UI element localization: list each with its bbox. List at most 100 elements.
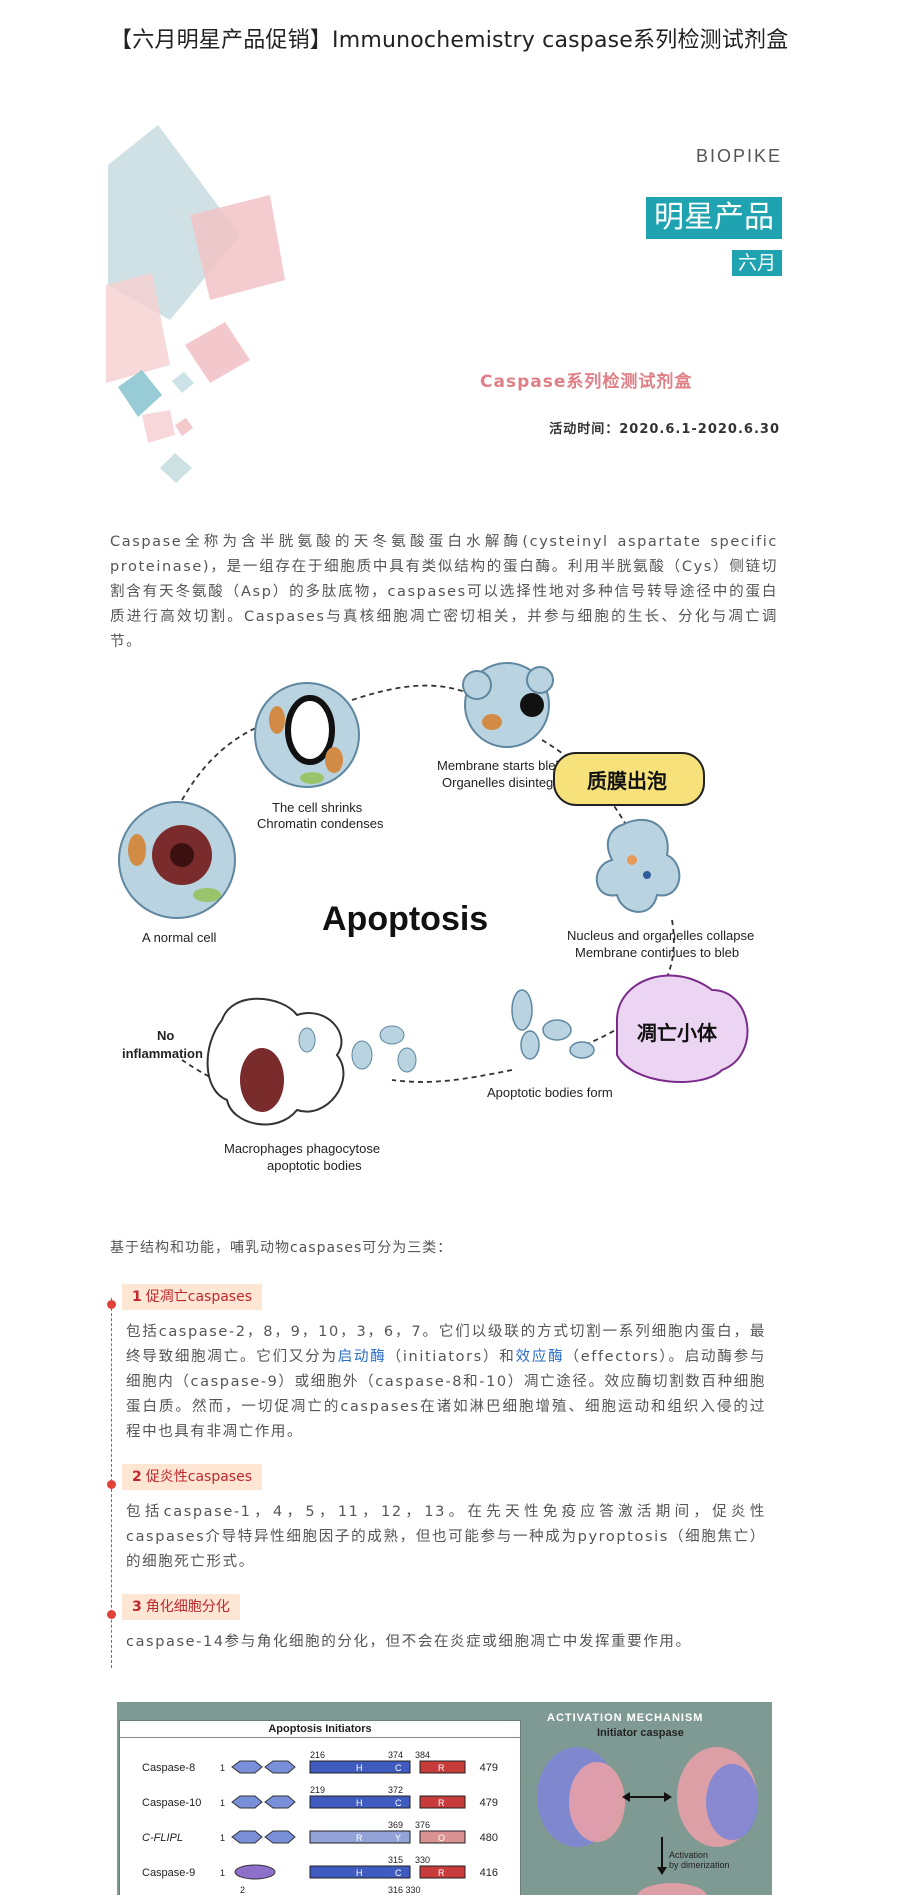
no-inflammation-label-2: inflammation (122, 1046, 203, 1061)
bleb-label-1: Membrane starts bleb (437, 758, 563, 773)
row-4-r: R (438, 1868, 445, 1878)
row-1-start: 1 (220, 1763, 225, 1773)
row-1-length: 479 (479, 1762, 498, 1774)
monomer-left-pink (569, 1762, 625, 1842)
apoptotic-bodies-callout-label: 凋亡小体 (637, 1021, 718, 1045)
timeline-dot-3 (107, 1610, 116, 1619)
apoptosis-figure: A normal cell The cell shrinks Chromatin… (118, 662, 754, 1173)
initiator-highlight: 启动酶 (337, 1349, 387, 1365)
row-2-ded-2 (264, 1795, 296, 1809)
section-1-text-a: 包括caspase-2，8，9，10，3，6，7。它们以级联的方式切割一系列细胞… (126, 1324, 766, 1365)
row-3-small-subunit (419, 1830, 466, 1844)
row-4-small-subunit (419, 1865, 466, 1879)
row-2-large-subunit (309, 1795, 411, 1809)
month-label: 六月 (731, 250, 782, 276)
activation-note-1: Activation (669, 1850, 709, 1860)
row-4-c: C (395, 1868, 402, 1878)
equilibrium-arrow-head-right (664, 1792, 672, 1802)
row-1-name: Caspase-8 (142, 1762, 196, 1774)
row-3-name: C-FLIPL (142, 1832, 183, 1844)
deco-square-blue-small (118, 370, 162, 417)
row-1-large-subunit (309, 1760, 411, 1774)
deco-square-pink-large (190, 195, 285, 300)
row-1-mark-c: 384 (415, 1750, 430, 1760)
row-3-mark-b: 369 (388, 1820, 403, 1830)
section-1-label: 促凋亡caspases (145, 1289, 252, 1305)
row-5-marks: 316 330 (388, 1885, 421, 1895)
initiator-caspase-label: Initiator caspase (597, 1727, 684, 1739)
section-2-number: 2 (132, 1469, 142, 1485)
apoptosis-initiators-panel: Apoptosis Initiators Caspase-8 479 Caspa… (119, 1720, 521, 1895)
deco-square-blue-bottom (160, 453, 192, 483)
normal-cell-label: A normal cell (142, 930, 217, 945)
section-2-label: 促炎性caspases (145, 1469, 252, 1485)
row-3-ded-2 (264, 1830, 296, 1844)
section-3-text: caspase-14参与角化细胞的分化，但不会在炎症或细胞凋亡中发挥重要作用。 (126, 1634, 692, 1650)
row-1-mark-b: 374 (388, 1750, 403, 1760)
monomer-right-blue (706, 1764, 758, 1840)
apoptotic-bodies-callout: 凋亡小体 (616, 974, 749, 1083)
bubble-callout-label: 质膜出泡 (587, 769, 667, 793)
row-1-h: H (356, 1763, 363, 1773)
section-2-text: 包括caspase-1，4，5，11，12，13。在先天性免疫应答激活期间，促炎… (126, 1504, 766, 1570)
row-1-small-subunit (419, 1760, 466, 1774)
activation-note-2: by dimerization (669, 1860, 730, 1870)
apoptosis-initiators-title: Apoptosis Initiators (120, 1721, 520, 1738)
activation-mechanism-title: ACTIVATION MECHANISM (547, 1712, 704, 1724)
deco-square-pink-mid (185, 322, 250, 383)
row-3-r-left: R (356, 1833, 363, 1843)
shrinking-cell-illustration (254, 682, 360, 788)
normal-cell-illustration (118, 801, 236, 919)
dimer-partial (637, 1883, 707, 1895)
collapsing-cell-illustration (595, 818, 681, 913)
collapse-label-2: Membrane continues to bleb (575, 945, 739, 960)
apoptotic-bodies-illustration (511, 989, 595, 1060)
row-4-start: 1 (220, 1868, 225, 1878)
row-2-ded-1 (231, 1795, 263, 1809)
row-3-mark-c: 376 (415, 1820, 430, 1830)
row-4-large-subunit (309, 1865, 411, 1879)
section-1-text-c: （effectors）。启动酶参与细胞内（caspase-9）或细胞外（casp… (126, 1349, 766, 1440)
bubble-callout: 质膜出泡 (553, 752, 705, 806)
row-3-length: 480 (479, 1832, 498, 1844)
apoptosis-title: Apoptosis (322, 900, 488, 938)
deco-square-pink-small (142, 410, 175, 443)
collapse-label-1: Nucleus and organelles collapse (567, 928, 754, 943)
shrink-label-2: Chromatin condenses (257, 816, 384, 831)
domain-bars: 1 216 374 384 H C R 1 219 372 H (220, 1750, 466, 1895)
row-1-mark-a: 216 (310, 1750, 325, 1760)
row-3-o: O (438, 1833, 445, 1843)
row-4-mark-b: 315 (388, 1855, 403, 1865)
row-1-ded-1 (231, 1760, 263, 1774)
row-3-ded-1 (231, 1830, 263, 1844)
row-2-small-subunit (419, 1795, 466, 1809)
row-2-r: R (438, 1798, 445, 1808)
row-1-ded-2 (264, 1760, 296, 1774)
classification-lead: 基于结构和功能，哺乳动物caspases可分为三类： (110, 1240, 453, 1256)
dimerization-arrow-head (657, 1867, 667, 1875)
section-3-number: 3 (132, 1599, 142, 1615)
section-1-number: 1 (132, 1289, 142, 1305)
row-2-mark-b: 372 (388, 1785, 403, 1795)
row-4-mark-c: 330 (415, 1855, 430, 1865)
row-4-length: 416 (479, 1867, 498, 1879)
deco-square-blue-tiny (172, 372, 194, 393)
star-product-label: 明星产品 (646, 197, 782, 239)
banner-decoration (106, 125, 285, 483)
row-4-h: H (356, 1868, 363, 1878)
bodies-form-label: Apoptotic bodies form (487, 1085, 613, 1100)
deco-square-pink-tiny (175, 418, 193, 436)
section-3-label: 角化细胞分化 (145, 1599, 230, 1615)
article-title: 【六月明星产品促销】Immunochemistry caspase系列检测试剂盒 (110, 28, 789, 53)
shrink-label-1: The cell shrinks (272, 800, 363, 815)
row-3-y: Y (395, 1833, 401, 1843)
row-3-large-subunit (309, 1830, 411, 1844)
intro-paragraph: Caspase全称为含半胱氨酸的天冬氨酸蛋白水解酶(cysteinyl aspa… (110, 534, 778, 650)
row-2-h: H (356, 1798, 363, 1808)
section-1-text: 包括caspase-2，8，9，10，3，6，7。它们以级联的方式切割一系列细胞… (126, 1320, 766, 1445)
row-2-start: 1 (220, 1798, 225, 1808)
brand-name: BIOPIKE (695, 146, 782, 166)
macro-label-1: Macrophages phagocytose (224, 1141, 380, 1156)
